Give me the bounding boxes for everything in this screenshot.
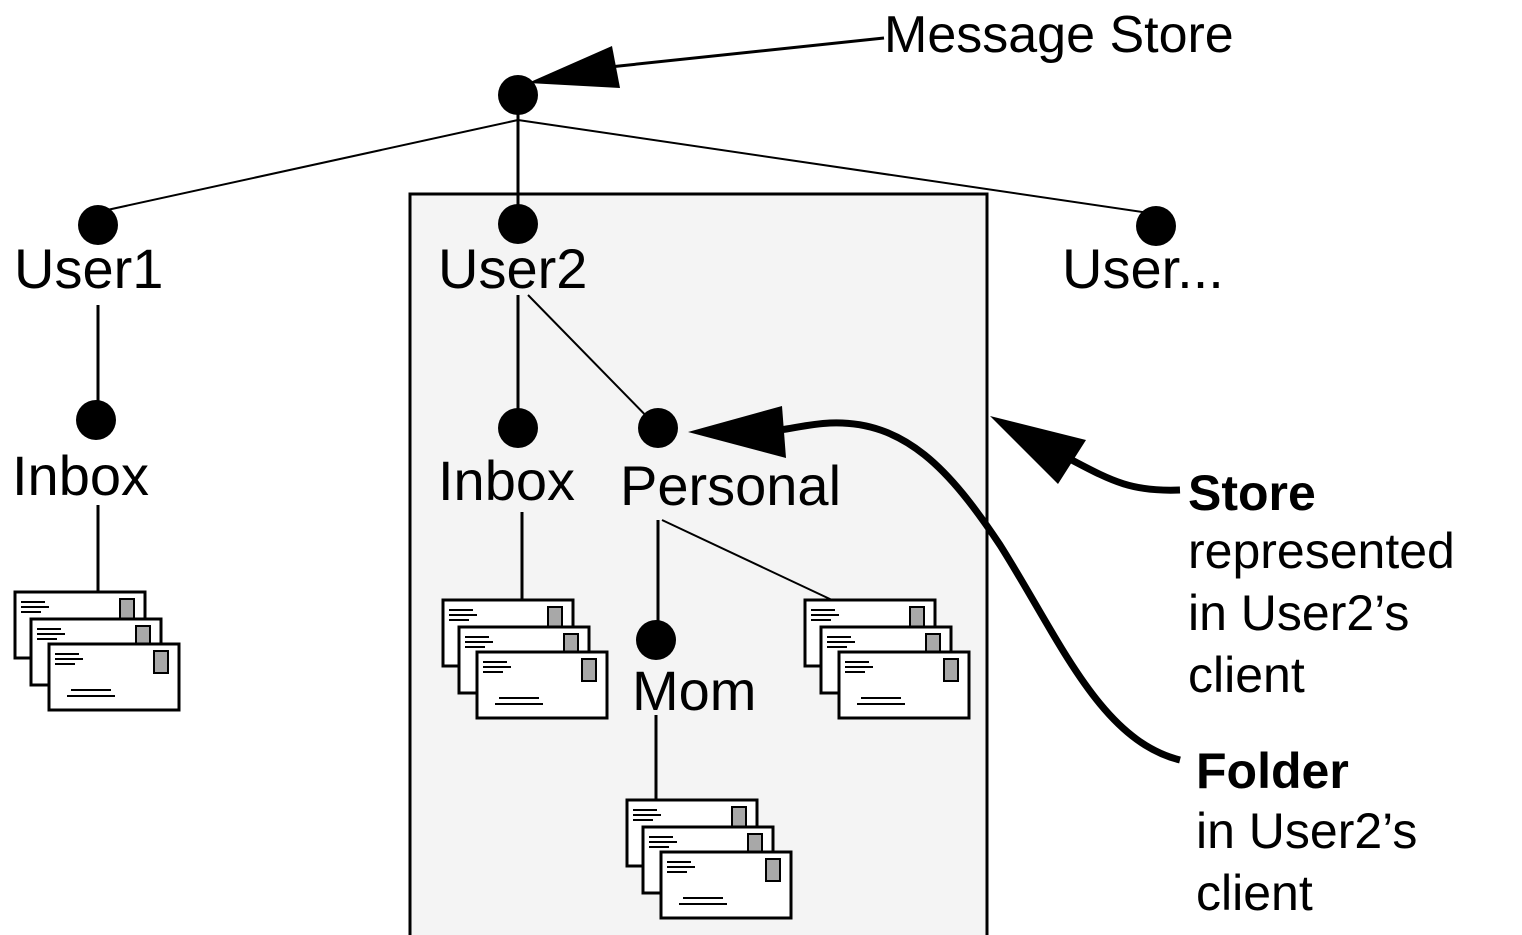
user2-node [498,204,538,244]
store-arrow [990,416,1181,494]
user-more-label: User... [1062,237,1224,300]
user2-inbox-node [498,408,538,448]
user-more-node [1136,206,1176,246]
folder-callout: Folder in User2’s client [1196,743,1417,921]
folder-callout-line-1: in User2’s [1196,803,1417,859]
folder-arrow [688,406,1181,764]
personal-node [638,408,678,448]
user1-inbox-node [76,400,116,440]
folder-callout-line-2: client [1196,865,1313,921]
user2-label: User2 [438,237,587,300]
store-callout-title: Store [1188,465,1316,521]
tree-edges [96,95,1157,800]
user2-inbox-label: Inbox [438,449,575,512]
mom-label: Mom [632,659,756,722]
message-store-arrow [528,36,885,88]
user1-inbox-envelope-stack-icon [15,592,179,710]
user1-label: User1 [14,237,163,300]
folder-callout-title: Folder [1196,743,1349,799]
message-store-label: Message Store [884,6,1234,64]
store-callout-line-3: client [1188,647,1305,703]
mom-node [636,620,676,660]
store-callout: Store represented in User2’s client [1188,465,1455,703]
message-store-node [498,75,538,115]
user1-node [78,205,118,245]
store-callout-line-2: in User2’s [1188,585,1409,641]
store-callout-line-1: represented [1188,523,1455,579]
user1-inbox-label: Inbox [12,444,149,507]
personal-label: Personal [620,454,841,517]
